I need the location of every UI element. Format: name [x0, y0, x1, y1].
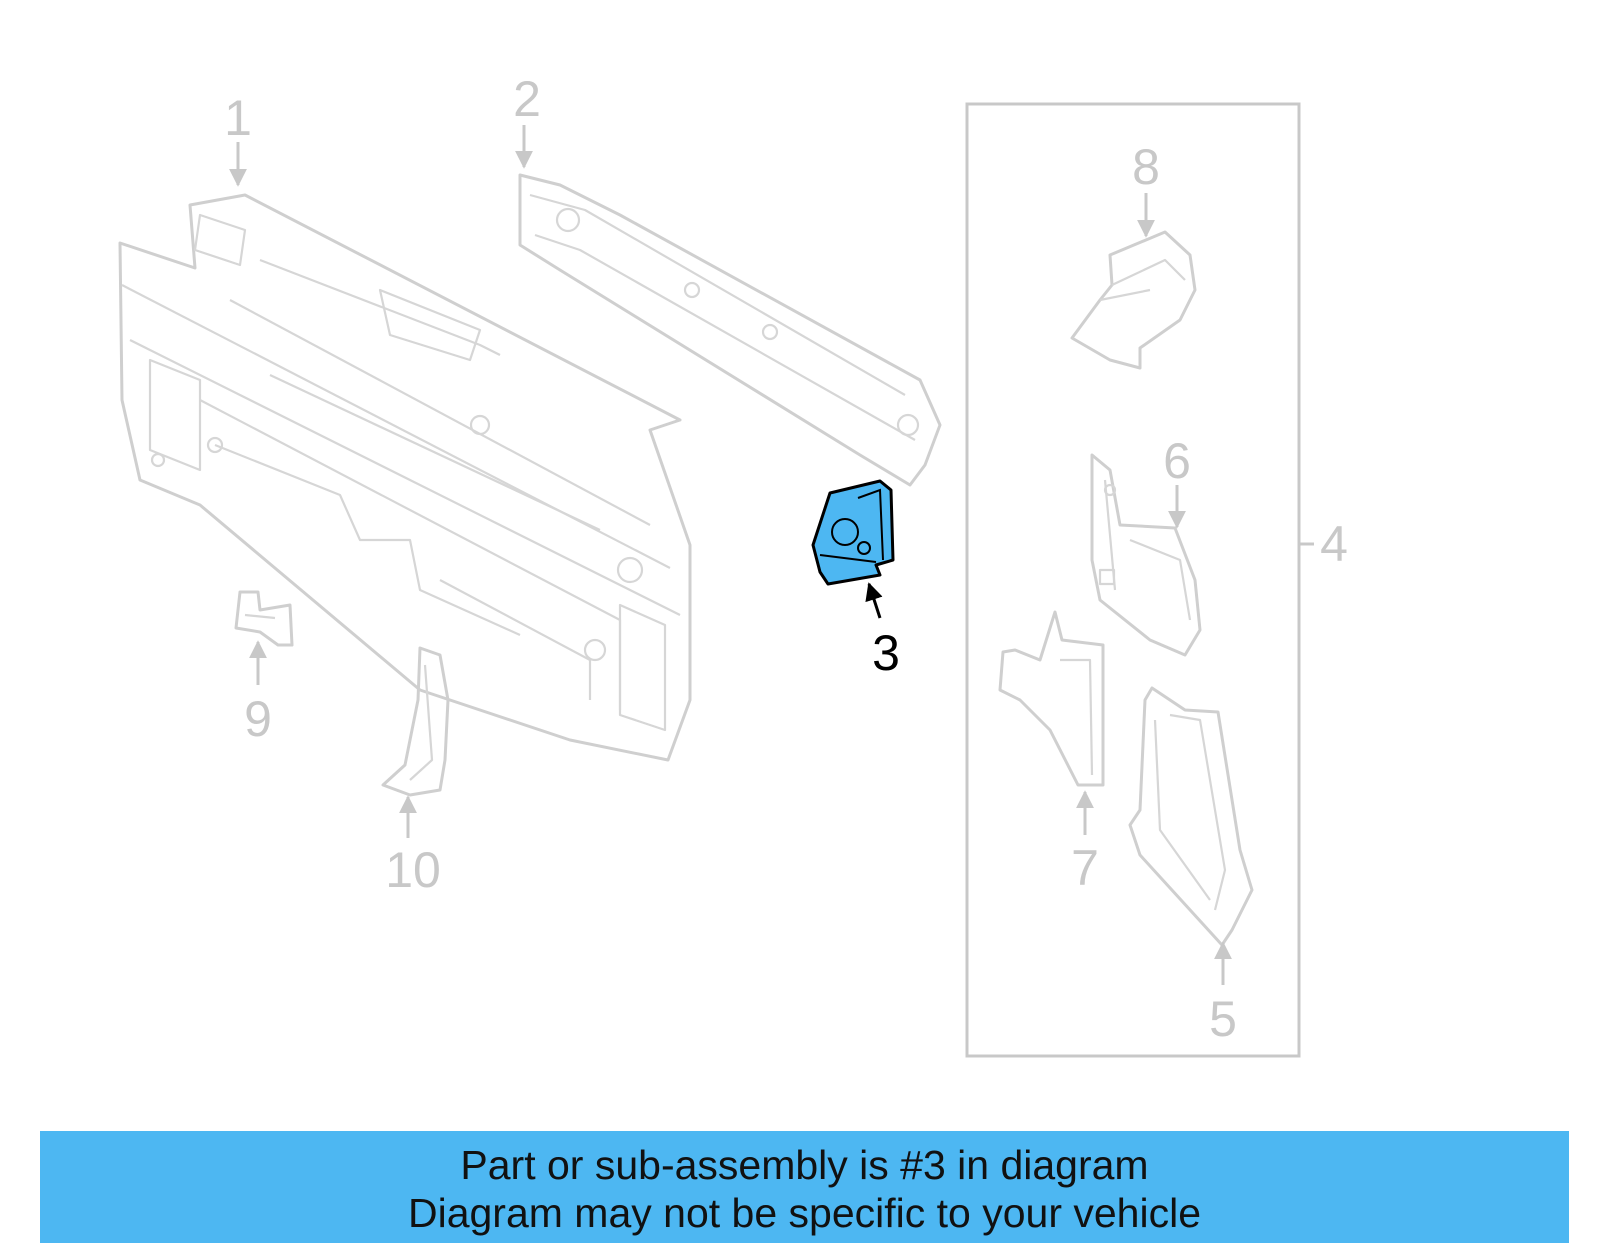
group-4-box — [965, 102, 1301, 1058]
part-1-rear-body-panel — [118, 193, 692, 762]
part-5-extension — [1128, 686, 1254, 947]
part-3-highlighted-bracket — [811, 479, 895, 586]
banner-line-2: Diagram may not be specific to your vehi… — [407, 1190, 1201, 1236]
part-2-cross-member — [518, 173, 942, 487]
part-9-clip — [234, 590, 294, 647]
part-10-brace — [381, 646, 450, 797]
leader-3 — [865, 582, 883, 619]
part-8-bracket — [1070, 230, 1197, 370]
callout-4: 4 — [1320, 516, 1348, 572]
callout-6: 6 — [1163, 433, 1191, 489]
part-7-pillar — [998, 610, 1105, 787]
info-banner: Part or sub-assembly is #3 in diagram Di… — [40, 1131, 1569, 1243]
callout-3: 3 — [872, 625, 900, 681]
parts-diagram: 1 2 3 4 5 6 7 8 9 10 — [118, 71, 1348, 1058]
callout-10: 10 — [385, 842, 441, 898]
callout-7: 7 — [1071, 840, 1099, 896]
callout-2: 2 — [513, 71, 541, 127]
callout-8: 8 — [1132, 139, 1160, 195]
callout-5: 5 — [1209, 991, 1237, 1047]
part-6-panel — [1090, 453, 1202, 657]
callout-1: 1 — [224, 90, 252, 146]
callout-9: 9 — [244, 691, 272, 747]
banner-line-1: Part or sub-assembly is #3 in diagram — [460, 1142, 1149, 1188]
